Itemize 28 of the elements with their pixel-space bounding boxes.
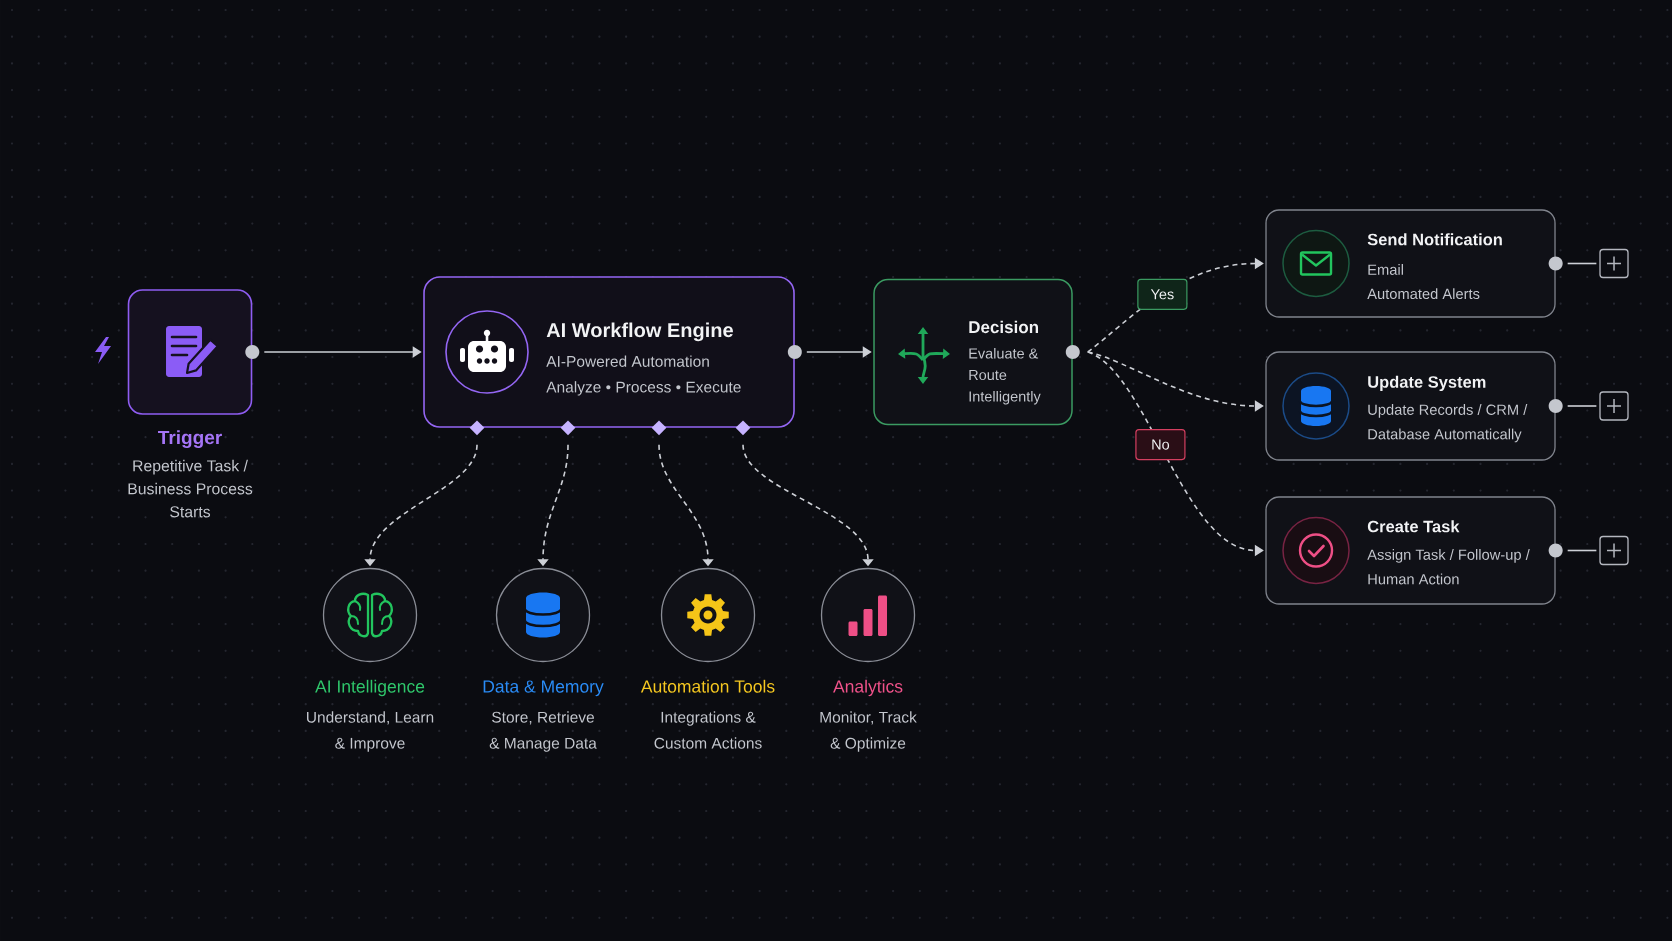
node-title: Trigger bbox=[158, 430, 222, 449]
card-title: Update System bbox=[1368, 375, 1486, 392]
feature-title: Data & Memory bbox=[483, 680, 604, 697]
node-description: Repetitive Task / Business Process Starts bbox=[128, 459, 253, 518]
card-description: Email bbox=[1368, 264, 1403, 275]
feature-title: Analytics bbox=[833, 679, 903, 697]
card-subtitle: AI-Powered Automation bbox=[546, 355, 709, 367]
edge-label: Yes bbox=[1137, 278, 1188, 310]
connector-line bbox=[1566, 549, 1598, 552]
feature-title: AI Intelligence bbox=[315, 679, 425, 697]
feature-description: Integrations & Custom Actions bbox=[654, 711, 762, 749]
feature-title: Automation Tools bbox=[640, 679, 775, 693]
card-description: Assign Task / Follow-up / Human Action bbox=[1367, 549, 1530, 585]
connector-line bbox=[1566, 405, 1598, 407]
feature-description: Monitor, Track & Optimize bbox=[820, 711, 917, 752]
feature-description: Store, Retrieve & Manage Data bbox=[489, 711, 597, 752]
arrow bbox=[806, 346, 872, 358]
card-subtitle: Analyze • Process • Execute bbox=[546, 381, 741, 396]
card-title: Create Task bbox=[1367, 520, 1460, 533]
feature-description: Understand, Learn & Improve bbox=[307, 711, 434, 752]
card-description: Update Records / CRM / Database Automatically bbox=[1368, 404, 1528, 443]
card-title: Decision bbox=[969, 320, 1038, 334]
card-title: AI Workflow Engine bbox=[546, 322, 733, 342]
connector-line bbox=[1566, 262, 1598, 265]
edge-label: No bbox=[1135, 428, 1186, 461]
card-title: Send Notification bbox=[1367, 233, 1502, 246]
card-description: Evaluate & Route Intelligently bbox=[969, 347, 1041, 405]
card-description: Automated Alerts bbox=[1367, 288, 1480, 299]
